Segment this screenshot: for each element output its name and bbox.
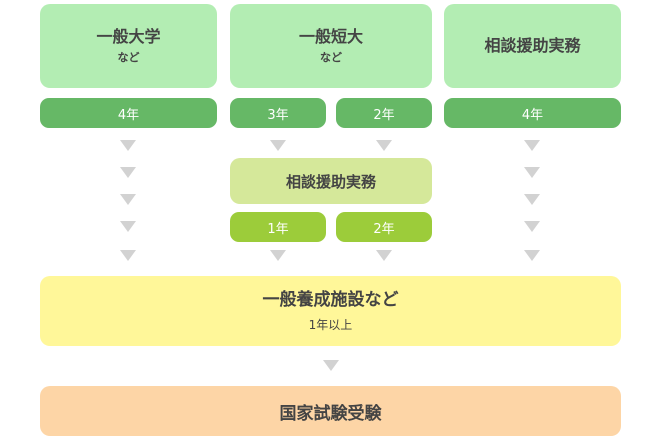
flow-arrow-icon (376, 140, 392, 151)
route-practice-title: 相談援助実務 (484, 36, 581, 55)
route-junior-college-box: 一般短大 など (230, 4, 432, 88)
flow-arrow-icon (120, 140, 136, 151)
flow-arrow-icon (323, 360, 339, 371)
route-junior-college-sub: など (320, 51, 342, 64)
flow-arrow-icon (120, 194, 136, 205)
years-practice-b: 2年 (336, 212, 432, 242)
flow-arrow-icon (120, 250, 136, 261)
flow-arrow-icon (524, 140, 540, 151)
years-junior-college-b: 2年 (336, 98, 432, 128)
route-practice-box: 相談援助実務 (444, 4, 621, 88)
facility-sub: 1年以上 (308, 318, 353, 332)
flow-arrow-icon (120, 221, 136, 232)
flow-arrow-icon (270, 140, 286, 151)
exam-box: 国家試験受験 (40, 386, 621, 436)
practice-box: 相談援助実務 (230, 158, 432, 204)
flow-arrow-icon (524, 194, 540, 205)
years-junior-college-a: 3年 (230, 98, 326, 128)
flow-arrow-icon (376, 250, 392, 261)
flow-arrow-icon (524, 221, 540, 232)
years-university: 4年 (40, 98, 217, 128)
flow-arrow-icon (270, 250, 286, 261)
exam-title: 国家試験受験 (279, 403, 382, 424)
flow-arrow-icon (120, 167, 136, 178)
years-practice: 4年 (444, 98, 621, 128)
route-university-title: 一般大学 (96, 27, 161, 46)
route-university-sub: など (117, 51, 140, 64)
years-practice-a: 1年 (230, 212, 326, 242)
route-university-box: 一般大学 など (40, 4, 217, 88)
facility-title: 一般養成施設など (262, 290, 399, 310)
flow-arrow-icon (524, 167, 540, 178)
practice-title: 相談援助実務 (285, 172, 376, 191)
route-junior-college-title: 一般短大 (298, 27, 363, 46)
facility-box: 一般養成施設など 1年以上 (40, 276, 621, 346)
flow-arrow-icon (524, 250, 540, 261)
